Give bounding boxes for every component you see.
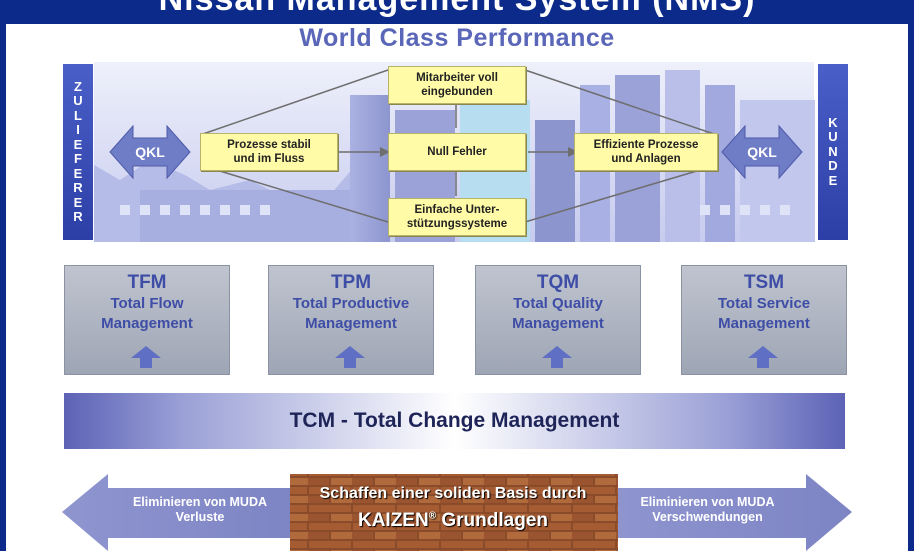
customer-letter: D	[828, 158, 838, 174]
pillar-tqm-line1: Total Quality	[513, 295, 603, 312]
page-title: Nissan Management System (NMS)	[0, 0, 914, 19]
pillar-tfm-abbr: TFM	[127, 272, 167, 293]
muda-right-line2: Verschwendungen	[652, 510, 763, 524]
pillar-tsm-line2: Management	[718, 315, 810, 332]
muda-right-line1: Eliminieren von MUDA	[640, 495, 775, 509]
customer-letter: U	[828, 129, 838, 145]
pillar-tpm-line2: Management	[305, 315, 397, 332]
supplier-letter: R	[73, 209, 83, 224]
customer-letter: E	[828, 172, 838, 188]
qkl-left-arrow	[109, 124, 191, 180]
supplier-letter: F	[74, 151, 82, 166]
customer-letter: N	[828, 143, 838, 159]
registered-mark: ®	[428, 510, 437, 522]
tcm-bar: TCM - Total Change Management	[64, 393, 845, 449]
muda-right-arrow	[605, 474, 852, 551]
up-arrow-icon	[335, 346, 365, 368]
pillar-tsm-line1: Total Service	[717, 295, 811, 312]
pillar-tqm-line2: Management	[512, 315, 604, 332]
base-line2: KAIZEN® Grundlagen	[288, 510, 618, 532]
up-arrow-icon	[748, 346, 778, 368]
pillar-tqm: TQM Total Quality Management	[475, 265, 641, 375]
pillar-tpm: TPM Total Productive Management	[268, 265, 434, 375]
box-null-fehler: Null Fehler	[388, 133, 526, 171]
box-prozesse-line2: und im Fluss	[233, 153, 305, 165]
pillar-tpm-line1: Total Productive	[292, 295, 410, 312]
supplier-letter: I	[76, 122, 80, 137]
box-mitarbeiter-line2: eingebunden	[421, 86, 493, 98]
qkl-right-label: QKL	[747, 144, 777, 160]
base-line1: Schaffen einer soliden Basis durch	[319, 485, 587, 502]
muda-left-line2: Verluste	[175, 510, 225, 524]
pillar-tpm-abbr: TPM	[330, 272, 372, 293]
box-einfach: Einfache Unter- stützungssysteme	[388, 198, 526, 236]
headline: World Class Performance	[299, 24, 615, 52]
supplier-letter: U	[73, 93, 83, 108]
grundlagen-label: Grundlagen	[436, 510, 548, 531]
pillar-tqm-abbr: TQM	[536, 272, 580, 293]
box-mitarbeiter-line1: Mitarbeiter voll	[416, 72, 498, 84]
box-null-fehler-label: Null Fehler	[427, 146, 487, 158]
muda-left-text: Eliminieren von MUDA Verluste	[110, 495, 290, 525]
pillar-tsm: TSM Total Service Management	[681, 265, 847, 375]
up-arrow-icon	[542, 346, 572, 368]
box-einfach-line1: Einfache Unter-	[414, 204, 500, 216]
pillar-tfm-line1: Total Flow	[110, 295, 184, 312]
supplier-letter: Z	[74, 78, 82, 94]
box-mitarbeiter: Mitarbeiter voll eingebunden	[388, 66, 526, 104]
box-effizient: Effiziente Prozesse und Anlagen	[574, 133, 718, 171]
box-effizient-line1: Effiziente Prozesse	[593, 139, 699, 151]
kaizen-label: KAIZEN	[357, 510, 429, 531]
box-effizient-line2: und Anlagen	[611, 153, 681, 165]
supplier-letter: E	[73, 136, 83, 152]
brick-foundation	[290, 474, 618, 551]
qkl-right-arrow	[721, 124, 803, 180]
header-band: Nissan Management System (NMS)	[0, 0, 914, 24]
qkl-left-label: QKL	[135, 144, 165, 160]
supplier-letter: L	[74, 107, 82, 123]
supplier-letter: E	[73, 165, 83, 181]
box-prozesse-line1: Prozesse stabil	[227, 139, 311, 151]
pillar-tsm-abbr: TSM	[743, 272, 785, 293]
pillar-tfm: TFM Total Flow Management	[64, 265, 230, 375]
customer-letter: K	[828, 114, 838, 130]
box-einfach-line2: stützungssysteme	[406, 218, 508, 230]
muda-left-line1: Eliminieren von MUDA	[132, 495, 268, 509]
muda-left-arrow	[62, 474, 300, 551]
muda-right-text: Eliminieren von MUDA Verschwendungen	[615, 495, 800, 525]
up-arrow-icon	[131, 346, 161, 368]
pillar-tfm-line2: Management	[101, 315, 193, 332]
supplier-letter: E	[73, 194, 83, 210]
box-prozesse: Prozesse stabil und im Fluss	[200, 133, 338, 171]
supplier-letter: R	[73, 180, 83, 195]
